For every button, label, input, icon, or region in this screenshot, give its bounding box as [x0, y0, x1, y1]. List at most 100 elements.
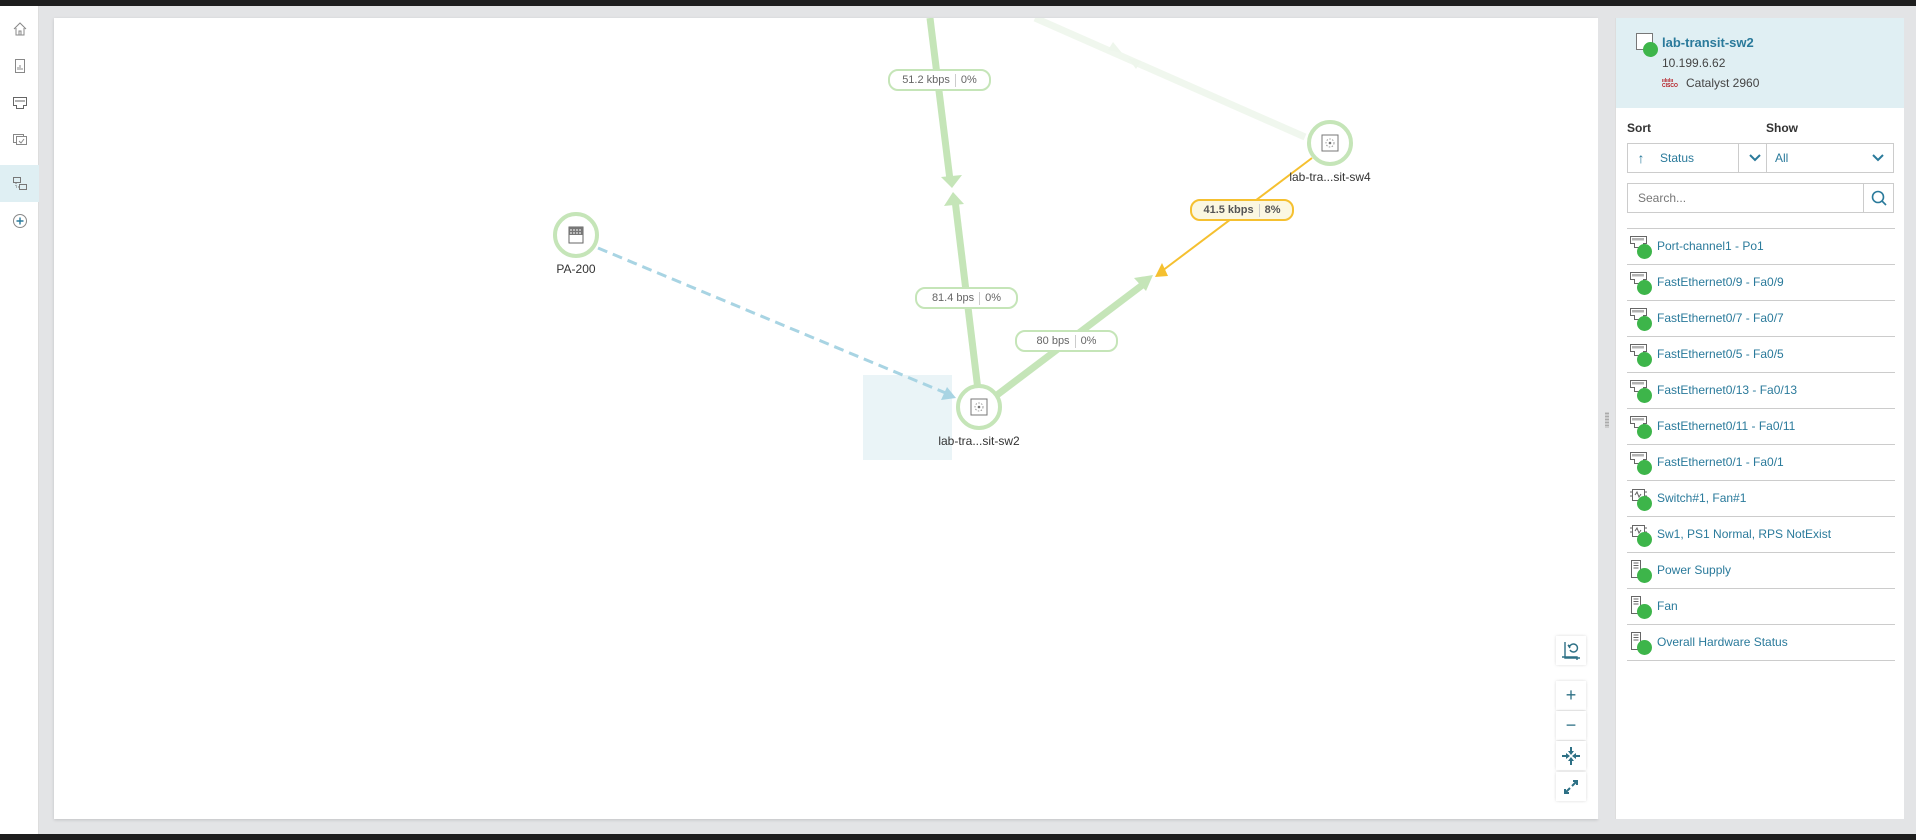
- list-item-label: Overall Hardware Status: [1657, 635, 1788, 649]
- list-item-label: FastEthernet0/1 - Fa0/1: [1657, 455, 1784, 469]
- link-util: 0%: [985, 292, 1002, 304]
- link-label[interactable]: 81.4 bps 0%: [915, 287, 1018, 309]
- show-dropdown[interactable]: All: [1766, 143, 1894, 173]
- topology-icon: [12, 176, 27, 190]
- status-up-icon: [1637, 244, 1652, 259]
- chevron-down-icon[interactable]: [1738, 144, 1770, 172]
- link-rate: 80 bps: [1036, 335, 1070, 347]
- device-name[interactable]: lab-transit-sw2: [1662, 35, 1754, 50]
- switch-icon: [970, 398, 988, 416]
- bottom-bar: [0, 834, 1916, 840]
- link-util: 0%: [1080, 335, 1097, 347]
- nav-topology[interactable]: [0, 165, 39, 202]
- selected-node-highlight: [863, 375, 952, 460]
- link-label[interactable]: 80 bps 0%: [1015, 330, 1118, 352]
- nav-interfaces[interactable]: [0, 84, 39, 121]
- link-top[interactable]: [926, 18, 954, 181]
- list-item[interactable]: FastEthernet0/9 - Fa0/9: [1627, 265, 1895, 301]
- list-item-label: FastEthernet0/11 - Fa0/11: [1657, 419, 1796, 433]
- collapse-button[interactable]: [1556, 741, 1586, 770]
- node-pa200[interactable]: [553, 212, 599, 258]
- divider: [1258, 203, 1260, 217]
- divider: [954, 73, 956, 87]
- sort-value: Status: [1660, 151, 1695, 165]
- list-item-label: FastEthernet0/5 - Fa0/5: [1657, 347, 1784, 361]
- nav-add[interactable]: [0, 202, 39, 239]
- arrow-down: [941, 175, 962, 188]
- sort-label: Sort: [1627, 121, 1651, 135]
- status-up-icon: [1637, 388, 1652, 403]
- list-item[interactable]: Power Supply: [1627, 553, 1895, 589]
- splitter-grip-icon[interactable]: [1605, 412, 1609, 428]
- link-pa200-dashed[interactable]: [597, 246, 949, 396]
- list-item-label: FastEthernet0/7 - Fa0/7: [1657, 311, 1784, 325]
- list-item-label: Port-channel1 - Po1: [1657, 239, 1764, 253]
- list-item[interactable]: Sw1, PS1 Normal, RPS NotExist: [1627, 517, 1895, 553]
- status-up-icon: [1637, 496, 1652, 511]
- list-item-label: Fan: [1657, 599, 1678, 613]
- arrow-dashed: [941, 387, 956, 400]
- search-box: [1627, 183, 1894, 213]
- collapse-arrows-icon: [1562, 746, 1580, 765]
- search-input[interactable]: [1628, 184, 1863, 212]
- link-label[interactable]: 51.2 kbps 0%: [888, 69, 991, 91]
- link-label-warning[interactable]: 41.5 kbps 8%: [1190, 199, 1294, 221]
- nav-home[interactable]: [0, 10, 39, 47]
- sort-ascending-icon[interactable]: ↑: [1637, 150, 1645, 166]
- arrow-faint-1: [1108, 42, 1122, 53]
- switch-icon: [1321, 134, 1339, 152]
- nav-reports[interactable]: [0, 47, 39, 84]
- status-up-icon: [1637, 640, 1652, 655]
- arrow-faint-2: [1128, 58, 1141, 69]
- link-rate: 41.5 kbps: [1203, 204, 1254, 216]
- list-item[interactable]: Switch#1, Fan#1: [1627, 481, 1895, 517]
- list-item-label: Sw1, PS1 Normal, RPS NotExist: [1657, 527, 1832, 541]
- fit-to-view-button[interactable]: [1556, 636, 1586, 665]
- list-item-label: Switch#1, Fan#1: [1657, 491, 1747, 505]
- topology-canvas[interactable]: PA-200 lab-tra...sit-sw2 lab-tra...sit-s…: [54, 18, 1598, 819]
- node-label-pa200: PA-200: [556, 262, 596, 276]
- link-rate: 51.2 kbps: [902, 74, 950, 86]
- zoom-out-button[interactable]: −: [1556, 711, 1586, 740]
- plus-circle-icon: [12, 213, 27, 228]
- list-item-label: FastEthernet0/9 - Fa0/9: [1657, 275, 1784, 289]
- show-value: All: [1775, 151, 1789, 165]
- left-nav: [0, 6, 39, 834]
- firewall-icon: [568, 226, 584, 244]
- list-item[interactable]: Port-channel1 - Po1: [1627, 229, 1895, 265]
- search-button[interactable]: [1863, 184, 1893, 212]
- chart-icon: [14, 58, 25, 73]
- ethernet-port-icon: [12, 96, 27, 109]
- sort-dropdown[interactable]: ↑ Status: [1627, 143, 1771, 173]
- link-util: 0%: [960, 74, 977, 86]
- expand-arrows-icon: [1564, 779, 1578, 794]
- search-icon: [1871, 190, 1887, 206]
- status-up-icon: [1637, 568, 1652, 583]
- node-label-sw2: lab-tra...sit-sw2: [938, 434, 1020, 448]
- nav-monitors[interactable]: [0, 121, 39, 158]
- link-util: 8%: [1264, 204, 1281, 216]
- link-rate: 81.4 bps: [931, 292, 975, 304]
- node-sw4[interactable]: [1307, 120, 1353, 166]
- top-bar: [0, 0, 1916, 6]
- link-faint: [1033, 18, 1307, 141]
- list-item[interactable]: FastEthernet0/11 - Fa0/11: [1627, 409, 1895, 445]
- arrow-up: [944, 192, 964, 206]
- list-item[interactable]: Overall Hardware Status: [1627, 625, 1895, 661]
- list-item[interactable]: FastEthernet0/13 - Fa0/13: [1627, 373, 1895, 409]
- zoom-in-button[interactable]: +: [1556, 681, 1586, 710]
- scrollbar[interactable]: [1904, 18, 1916, 819]
- device-model: Catalyst 2960: [1686, 76, 1760, 90]
- minus-icon: −: [1565, 715, 1577, 735]
- list-item[interactable]: FastEthernet0/5 - Fa0/5: [1627, 337, 1895, 373]
- list-item[interactable]: FastEthernet0/7 - Fa0/7: [1627, 301, 1895, 337]
- list-item[interactable]: FastEthernet0/1 - Fa0/1: [1627, 445, 1895, 481]
- node-label-sw4: lab-tra...sit-sw4: [1289, 170, 1371, 184]
- expand-button[interactable]: [1556, 772, 1586, 801]
- list-item-label: Power Supply: [1657, 563, 1732, 577]
- node-sw2[interactable]: [956, 384, 1002, 430]
- list-item[interactable]: Fan: [1627, 589, 1895, 625]
